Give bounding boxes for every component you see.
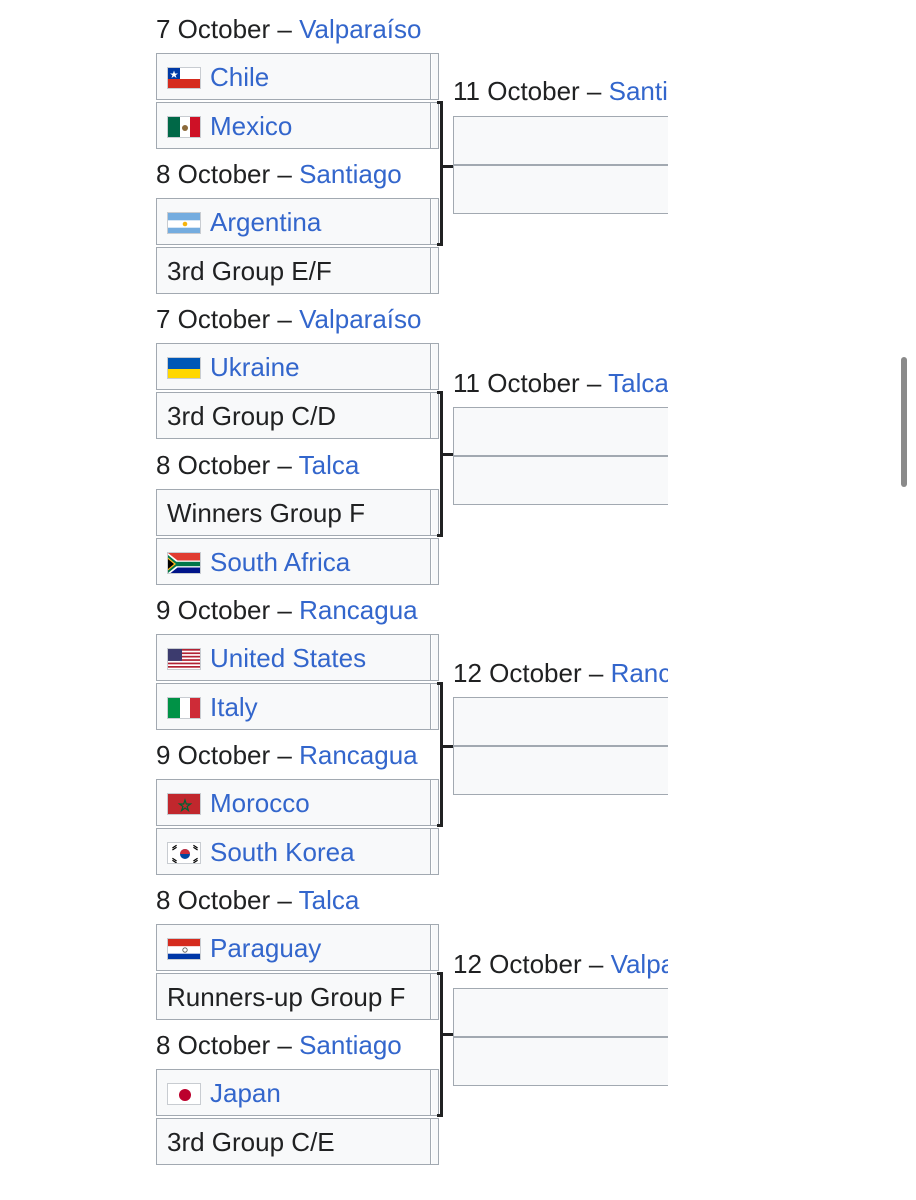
match-header: 11 October – Santiago [453,75,668,107]
chile-flag-icon [167,67,201,89]
venue-link[interactable]: Rancagua [610,658,668,688]
team-link[interactable]: South Korea [210,837,355,867]
south-africa-flag-icon [167,552,201,574]
venue-link[interactable]: Santiago [299,159,402,189]
venue-link[interactable]: Valparaíso [610,949,668,979]
bracket-connector [437,972,443,1117]
team-slot: Paraguay [156,924,439,971]
team-slot: 3rd Group C/E [156,1118,439,1165]
team-slot: Runners-up Group F [156,973,439,1020]
team-link[interactable]: Mexico [210,111,293,141]
vertical-scrollbar[interactable] [901,357,907,487]
team-slot: United States [156,634,439,681]
round2-header-clip: 11 October – Santiago [453,75,668,115]
match-header: 9 October – Rancagua [156,740,418,770]
team-slot-empty [453,407,668,456]
team-link[interactable]: United States [210,643,367,673]
venue-link[interactable]: Talca [608,368,668,398]
bracket-connector [437,682,443,827]
ukraine-flag-icon [167,357,201,379]
team-slot-empty [453,746,668,795]
match-header: 8 October – Talca [156,885,360,915]
bracket-stem [443,453,453,456]
venue-link[interactable]: Rancagua [299,595,418,625]
team-slot: South Korea [156,828,439,875]
team-slot: Italy [156,683,439,730]
venue-link[interactable]: Santiago [299,1030,402,1060]
match-header: 9 October – Rancagua [156,595,418,625]
match-header: 12 October – Rancagua [453,657,668,689]
team-slot: South Africa [156,538,439,585]
team-placeholder: 3rd Group E/F [167,256,332,286]
team-slot: Ukraine [156,343,439,390]
team-link[interactable]: Morocco [210,788,310,818]
mexico-flag-icon [167,116,201,138]
team-slot: Japan [156,1069,439,1116]
venue-link[interactable]: Talca [298,885,360,915]
venue-link[interactable]: Valparaíso [299,14,422,44]
team-slot: Mexico [156,102,439,149]
team-slot: Morocco [156,779,439,826]
venue-link[interactable]: Santiago [608,76,668,106]
match-header: 8 October – Talca [156,450,360,480]
team-slot: Argentina [156,198,439,245]
match-header: 7 October – Valparaíso [156,14,422,44]
team-placeholder: Winners Group F [167,498,365,528]
team-placeholder: 3rd Group C/E [167,1127,335,1157]
team-slot-empty [453,988,668,1037]
team-link[interactable]: Japan [210,1078,281,1108]
team-slot-empty [453,1037,668,1086]
match-header: 8 October – Santiago [156,1030,402,1060]
match-header: 12 October – Valparaíso [453,948,668,980]
team-slot: 3rd Group C/D [156,392,439,439]
team-link[interactable]: Paraguay [210,933,322,963]
team-slot-empty [453,456,668,505]
team-link[interactable]: Chile [210,62,270,92]
team-link[interactable]: Ukraine [210,352,300,382]
bracket-stem [443,745,453,748]
south-korea-flag-icon [167,842,201,864]
team-placeholder: 3rd Group C/D [167,401,337,431]
round2-header-clip: 11 October – Talca [453,367,668,407]
morocco-flag-icon [167,793,201,815]
team-link[interactable]: Italy [210,692,258,722]
match-header: 7 October – Valparaíso [156,304,422,334]
venue-link[interactable]: Talca [298,450,360,480]
team-slot: Chile [156,53,439,100]
usa-flag-icon [167,648,201,670]
argentina-flag-icon [167,212,201,234]
italy-flag-icon [167,697,201,719]
paraguay-flag-icon [167,938,201,960]
team-slot-empty [453,165,668,214]
team-slot-empty [453,116,668,165]
bracket-connector [437,391,443,537]
japan-flag-icon [167,1083,201,1105]
venue-link[interactable]: Valparaíso [299,304,422,334]
bracket-stem [443,165,453,168]
round2-header-clip: 12 October – Valparaíso [453,948,668,988]
team-placeholder: Runners-up Group F [167,982,406,1012]
match-header: 8 October – Santiago [156,159,402,189]
bracket-connector [437,101,443,246]
team-link[interactable]: South Africa [210,547,351,577]
venue-link[interactable]: Rancagua [299,740,418,770]
team-slot: 3rd Group E/F [156,247,439,294]
team-link[interactable]: Argentina [210,207,322,237]
bracket-stem [443,1033,453,1036]
round2-header-clip: 12 October – Rancagua [453,657,668,697]
team-slot: Winners Group F [156,489,439,536]
team-slot-empty [453,697,668,746]
match-header: 11 October – Talca [453,368,668,398]
